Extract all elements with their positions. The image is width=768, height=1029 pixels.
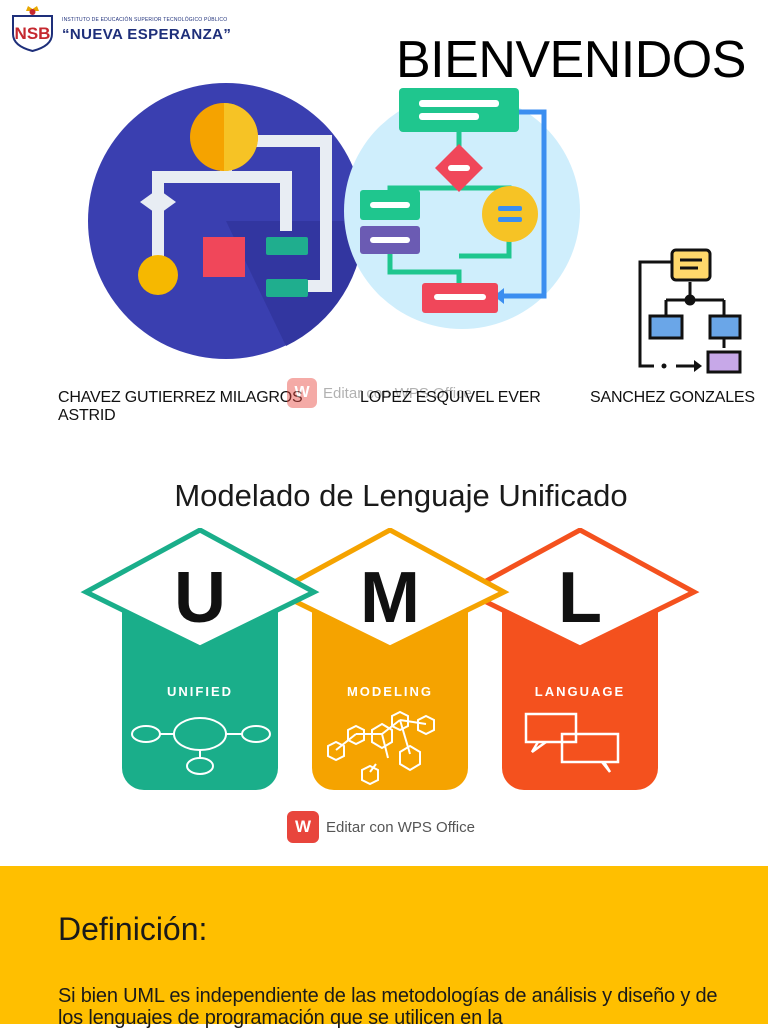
wps-watermark-faded: W Editar con WPS Office [287, 378, 472, 408]
author-1-line1: CHAVEZ GUTIERREZ MILAGROS [58, 389, 303, 406]
wps-office-icon: W [287, 811, 319, 843]
definition-band [0, 866, 768, 1024]
author-3: SANCHEZ GONZALES [590, 389, 755, 406]
logo-letters: NSB [15, 24, 51, 43]
author-1: CHAVEZ GUTIERREZ MILAGROS ASTRID [58, 389, 303, 425]
uml-m-tile: M MODELING [270, 528, 510, 790]
institute-name: “NUEVA ESPERANZA” [62, 26, 232, 43]
uml-word-language: LANGUAGE [535, 684, 625, 699]
flowchart-icon [638, 248, 742, 374]
wps-office-icon-glyph: W [294, 384, 310, 401]
welcome-heading: BIENVENIDOS [396, 31, 746, 89]
wps-office-icon: W [287, 378, 317, 408]
wps-watermark-label: Editar con WPS Office [323, 384, 472, 402]
wps-office-icon-glyph: W [294, 817, 312, 836]
uml-title: Modelado de Lenguaje Unificado [174, 478, 628, 513]
flowchart-illustration-light [344, 88, 580, 329]
wps-watermark[interactable]: W Editar con WPS Office [287, 811, 475, 843]
institute-subtitle: INSTITUTO DE EDUCACIÓN SUPERIOR TECNOLÓG… [62, 17, 228, 23]
definition-title: Definición: [58, 911, 208, 947]
institute-logo: NSB [12, 6, 53, 52]
author-1-line2: ASTRID [58, 407, 116, 424]
uml-word-modeling: MODELING [347, 684, 433, 699]
uml-letter-m: M [360, 558, 420, 638]
flowchart-illustration-blue [88, 83, 365, 359]
uml-u-tile: U UNIFIED [80, 528, 320, 790]
uml-l-tile: L LANGUAGE [460, 528, 700, 790]
uml-word-unified: UNIFIED [167, 684, 233, 699]
uml-letter-u: U [174, 558, 226, 638]
definition-body: Si bien UML es independiente de las meto… [58, 985, 718, 1029]
uml-graphic: L LANGUAGE M MODELING [80, 528, 700, 790]
author-2: LOPEZ ESQUIVEL EVER [360, 389, 541, 406]
uml-letter-l: L [558, 558, 602, 638]
wps-watermark-label: Editar con WPS Office [326, 818, 475, 836]
